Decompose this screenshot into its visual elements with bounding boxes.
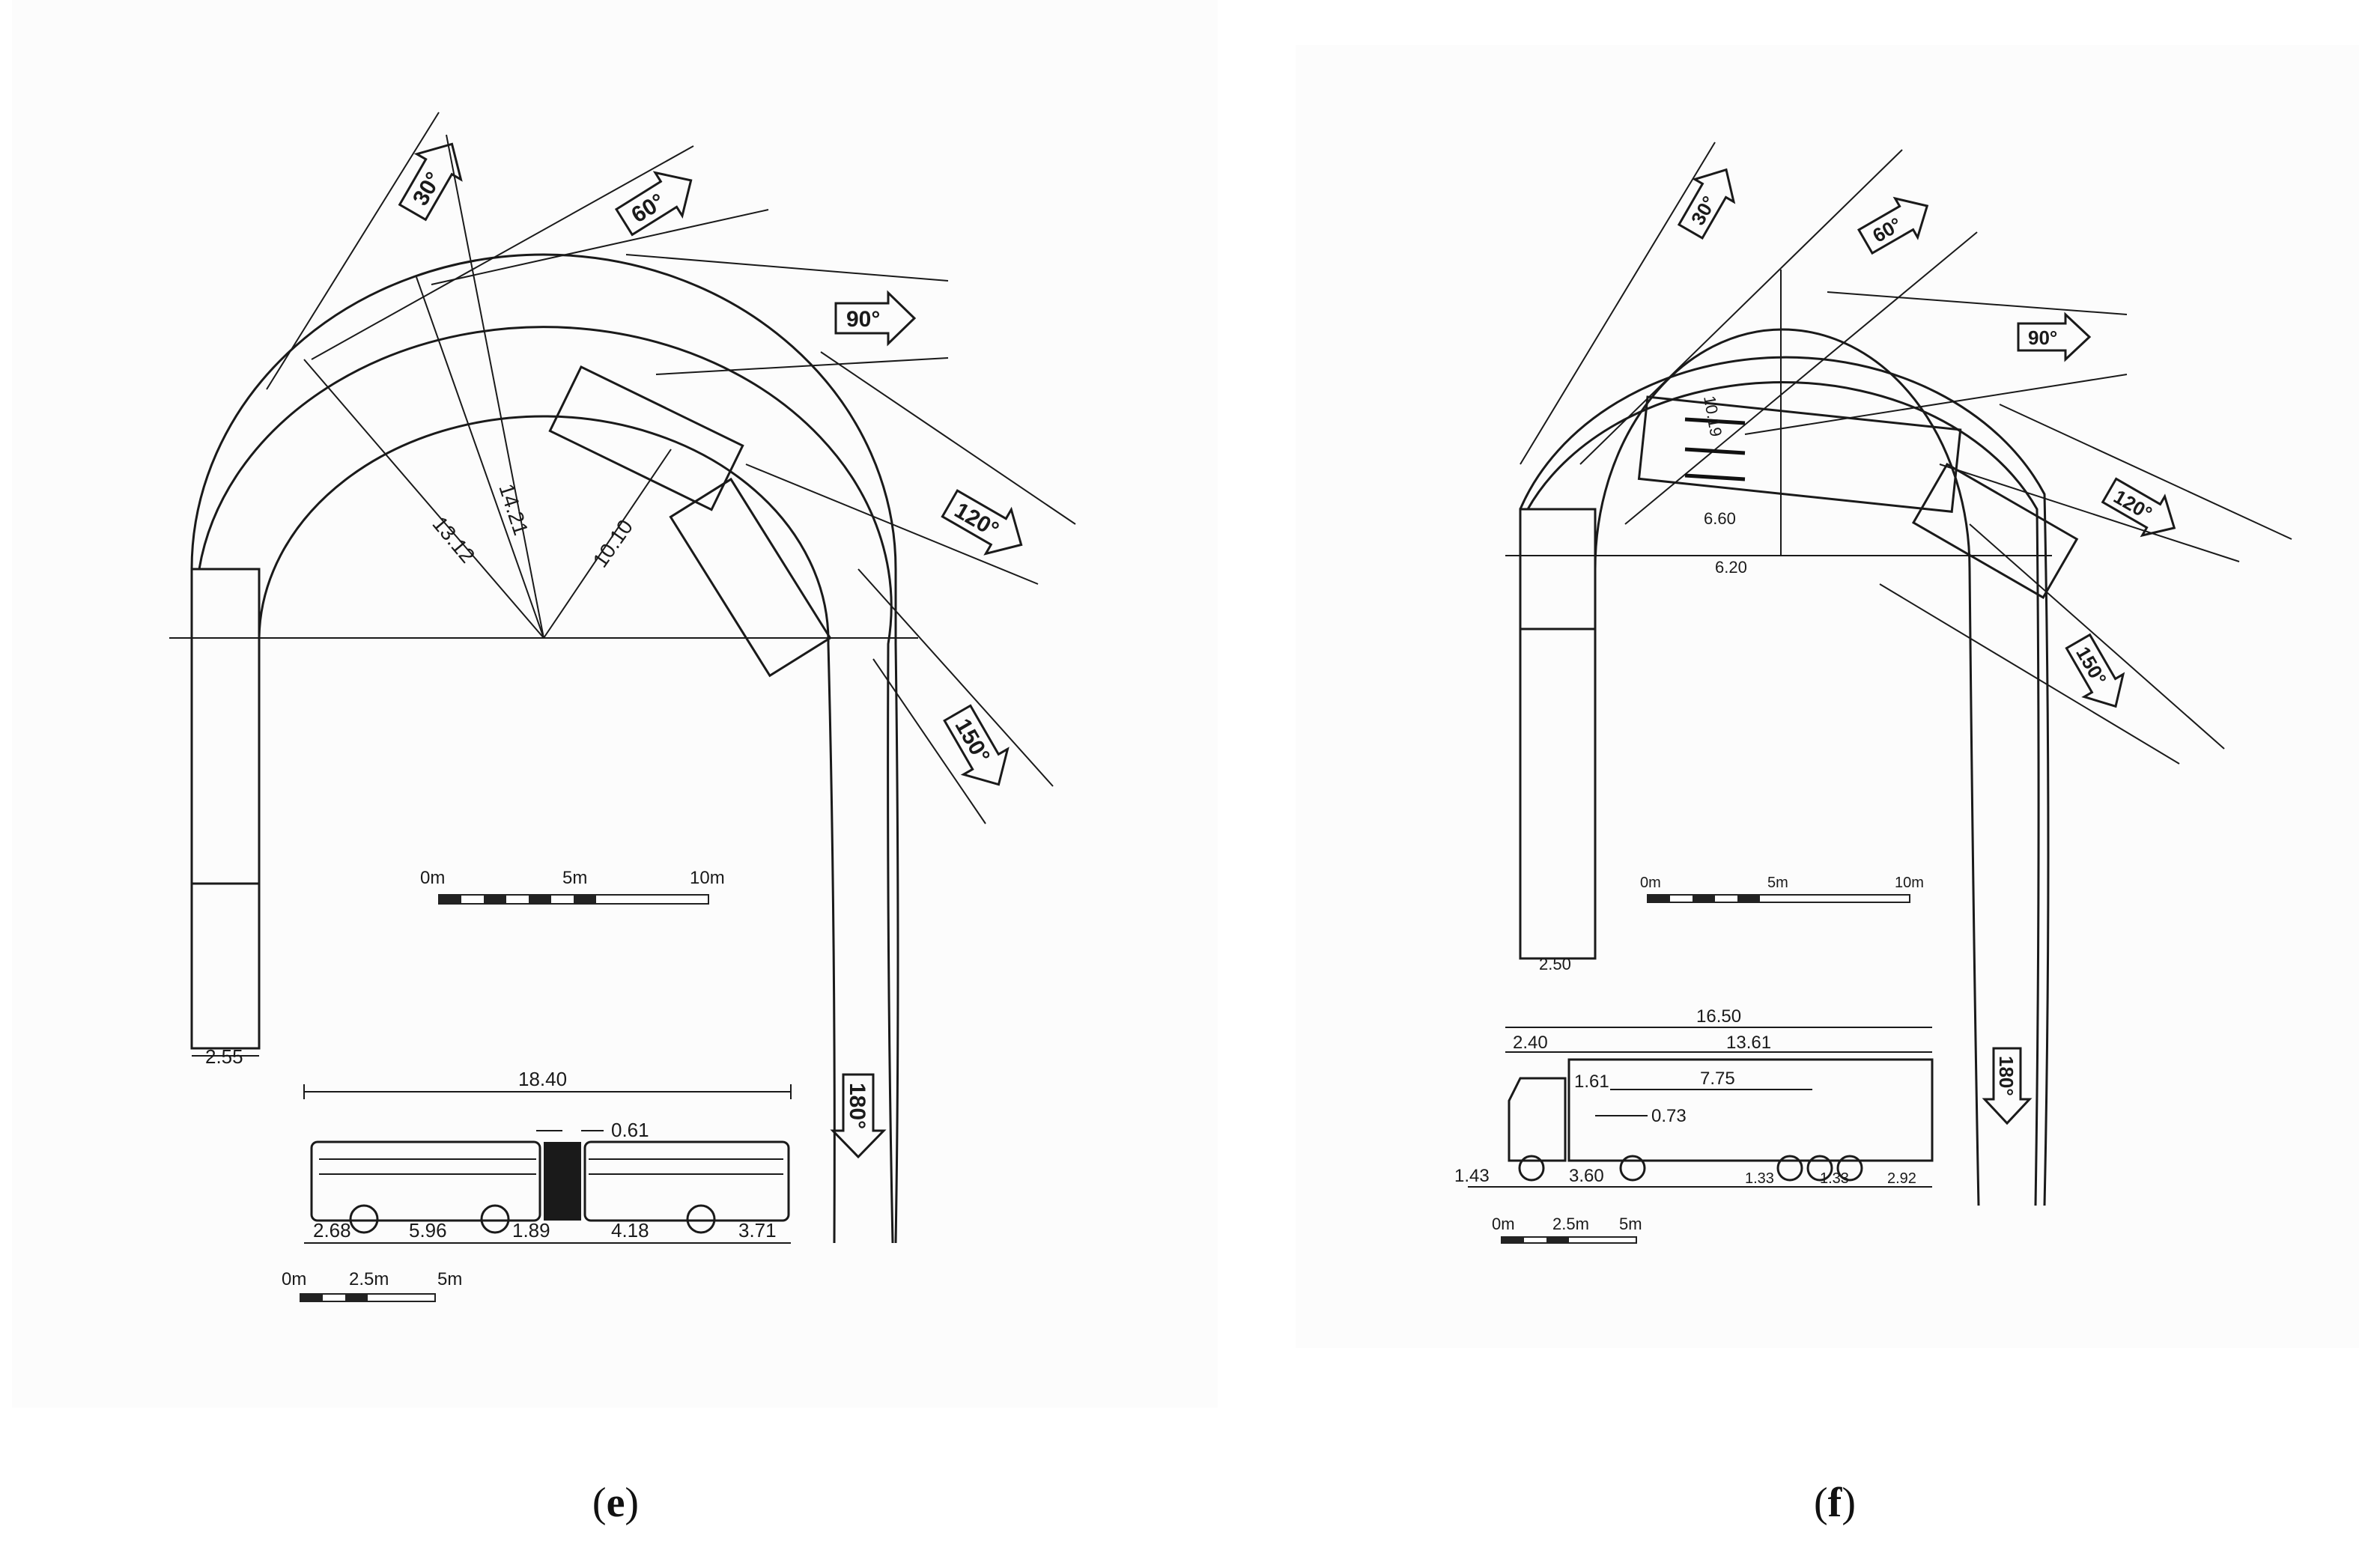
arrow-180: 180°	[1982, 1047, 2033, 1125]
ray-150b	[1879, 583, 2180, 765]
truck-cab	[1508, 1077, 1567, 1162]
truck-cab-length: 2.40	[1513, 1033, 1548, 1053]
ray-150a	[1969, 523, 2225, 750]
arrow-90: 90°	[2017, 311, 2092, 362]
arrow-180: 180°	[830, 1073, 887, 1159]
truck-wheel-front	[1518, 1155, 1545, 1182]
ray-60a	[311, 145, 694, 360]
ray-60b	[431, 209, 769, 285]
turning-diagram-bus: 13.12 14.21 10.10 30° 60° 90° 120° 150° …	[12, 0, 1218, 1408]
small-scale-label-5m: 5m	[1619, 1215, 1642, 1233]
bus-articulation	[544, 1142, 581, 1221]
scale-label-10m: 10m	[690, 868, 725, 888]
ray-120a	[1999, 404, 2292, 540]
scale-label-5m: 5m	[1767, 875, 1788, 891]
bus-seg-5: 3.71	[738, 1219, 777, 1242]
panel-e: 13.12 14.21 10.10 30° 60° 90° 120° 150° …	[12, 0, 1218, 1408]
truck-rear: 2.92	[1887, 1170, 1916, 1187]
radius-label-3: 6.20	[1715, 558, 1747, 577]
bus-seg-4: 4.18	[611, 1219, 649, 1242]
radius-line-13-12	[303, 359, 544, 639]
truck-front-overhang: 1.43	[1454, 1166, 1490, 1186]
ray-90a	[625, 254, 949, 282]
truck-wheel-trailer-1	[1776, 1155, 1803, 1182]
angle-label-180: 180°	[1995, 1056, 2018, 1096]
truck-trailer-box	[1567, 1058, 1934, 1162]
radius-line-extra	[446, 134, 544, 639]
bus-rear-section-start	[190, 882, 261, 1050]
truck-wheelbase: 3.60	[1569, 1166, 1604, 1186]
small-scale-label-5m: 5m	[437, 1269, 462, 1289]
small-scale-label-0m: 0m	[1492, 1215, 1515, 1233]
angle-label-180: 180°	[845, 1083, 869, 1129]
ray-90b	[1744, 374, 2128, 435]
bus-side-view: 18.40 0.61 2.68 5.96 1.89 4.18 3.71	[303, 1068, 792, 1244]
inner-swept-path	[1594, 328, 1980, 1206]
middle-swept-path	[198, 326, 894, 1244]
ray-60a	[1579, 149, 1903, 465]
ray-90b	[655, 357, 949, 375]
width-label: 2.55	[205, 1045, 243, 1068]
outer-swept-path	[190, 253, 899, 1244]
radius-line-14-21	[416, 276, 544, 639]
bus-wheel-3	[686, 1204, 716, 1234]
truck-trailer-wheelbase: 7.75	[1700, 1069, 1735, 1089]
caption-f-letter: f	[1827, 1480, 1842, 1526]
turning-diagram-truck: 10.19 6.60 6.20 30° 60° 90° 120° 150° 18…	[1296, 45, 2359, 1348]
bus-wheel-2	[480, 1204, 510, 1234]
truck-axle-a: 1.33	[1745, 1170, 1774, 1187]
ray-30	[266, 112, 440, 390]
small-scale-label-2-5m: 2.5m	[349, 1269, 389, 1289]
bus-seg-1: 2.68	[313, 1219, 351, 1242]
small-scale-label-2-5m: 2.5m	[1552, 1215, 1589, 1233]
caption-f: (f)	[1814, 1480, 1856, 1526]
ray-120b	[745, 464, 1039, 585]
angle-label-90: 90°	[2028, 326, 2057, 349]
middle-swept-path	[1526, 380, 2040, 1206]
truck-tractor-turning	[1911, 462, 2079, 599]
ray-60b	[1624, 231, 1978, 525]
width-label: 2.50	[1539, 955, 1571, 973]
scale-bar-5m: 0m 2.5m 5m	[1492, 1215, 1642, 1244]
bus-wheel-1	[349, 1204, 379, 1234]
bus-front-section-turning	[548, 365, 744, 511]
panel-f: 10.19 6.60 6.20 30° 60° 90° 120° 150° 18…	[1296, 45, 2359, 1348]
truck-wheel-trailer-2	[1806, 1155, 1833, 1182]
scale-bar-5m: 0m 2.5m 5m	[282, 1269, 462, 1302]
truck-trailer-length: 13.61	[1726, 1033, 1771, 1053]
truck-wheel-trailer-3	[1836, 1155, 1863, 1182]
truck-total-length: 16.50	[1696, 1006, 1741, 1027]
ray-150a	[857, 568, 1054, 787]
bus-joint-length: 0.61	[611, 1119, 649, 1141]
inner-swept-path	[258, 415, 836, 1244]
small-scale-label-0m: 0m	[282, 1269, 306, 1289]
scale-label-0m: 0m	[420, 868, 445, 888]
scale-label-0m: 0m	[1640, 875, 1661, 891]
ray-120b	[1939, 464, 2240, 562]
caption-e-letter: e	[606, 1480, 625, 1526]
radius-label-2: 6.60	[1704, 509, 1736, 528]
scale-bar-10m: 0m 5m 10m	[420, 868, 725, 905]
bus-seg-2: 5.96	[409, 1219, 447, 1242]
truck-axle-b: 1.33	[1820, 1170, 1849, 1187]
bus-total-length: 18.40	[518, 1068, 567, 1090]
truck-offset: 0.73	[1651, 1106, 1687, 1126]
ray-30	[1520, 142, 1716, 465]
bus-front-body	[310, 1140, 541, 1222]
truck-side-view: 16.50 2.40 13.61 1.61 7.75 0.73 1.43 3.6…	[1454, 1006, 1934, 1188]
scale-bar-10m: 0m 5m 10m	[1640, 875, 1924, 903]
bus-seg-3: 1.89	[512, 1219, 550, 1242]
scale-label-10m: 10m	[1895, 875, 1924, 891]
angle-label-90: 90°	[846, 307, 880, 332]
scale-label-5m: 5m	[562, 868, 587, 888]
arrow-90: 90°	[834, 290, 917, 347]
caption-e: (e)	[592, 1480, 640, 1526]
bus-rear-section-turning	[669, 477, 832, 678]
ray-120a	[820, 351, 1076, 525]
ray-150b	[872, 658, 986, 824]
truck-wheel-drive	[1619, 1155, 1646, 1182]
ray-90a	[1827, 291, 2128, 315]
truck-kingpin: 1.61	[1574, 1072, 1609, 1092]
